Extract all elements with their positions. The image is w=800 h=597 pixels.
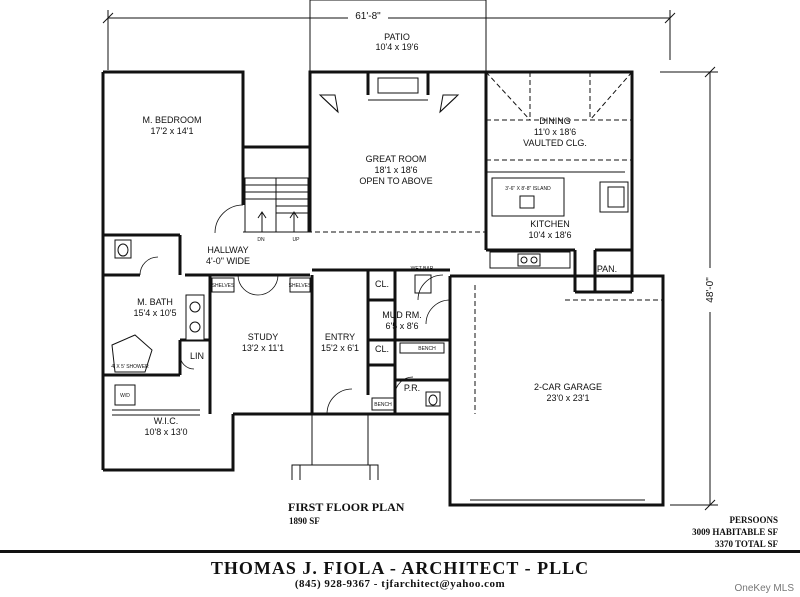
entry-name: ENTRY (325, 332, 355, 342)
doors (139, 94, 460, 415)
title-block-rule (0, 550, 800, 553)
front-stoop (291, 414, 379, 480)
garage-size: 23'0 x 23'1 (547, 393, 590, 403)
interior-walls (103, 72, 632, 414)
patio-name: PATIO (384, 32, 410, 42)
study-size: 13'2 x 11'1 (242, 343, 284, 353)
firm-name: THOMAS J. FIOLA - ARCHITECT - PLLC (210, 558, 590, 578)
depth-dimension: 48'-0" (660, 66, 718, 511)
depth-dimension-label: 48'-0" (705, 277, 716, 303)
bath-fixtures (111, 239, 445, 411)
firm-contact: (845) 928-9367 - tjfarchitect@yahoo.com (294, 578, 506, 590)
master-bath-size: 15'4 x 10'5 (134, 308, 177, 318)
wic-name: W.I.C. (154, 416, 179, 426)
master-bedroom-size: 17'2 x 14'1 (151, 126, 194, 136)
stats-total: 3370 TOTAL SF (714, 539, 778, 549)
dining-note: VAULTED CLG. (523, 138, 587, 148)
linen-label: LIN (190, 351, 204, 361)
dining-name: DINING (539, 116, 571, 126)
area-stats: PERSOONS 3009 HABITABLE SF 3370 TOTAL SF (692, 514, 778, 550)
powder-room-label: P.R. (404, 383, 420, 393)
wet-bar-label: WET BAR (411, 266, 434, 272)
pantry-label: PAN. (597, 264, 617, 274)
island-label: 3'-6" X 8'-8" ISLAND (505, 186, 551, 192)
fireplace (366, 70, 430, 101)
patio-outline (309, 0, 487, 72)
width-dimension: 61'-8" (102, 9, 676, 70)
kitchen-size: 10'4 x 18'6 (529, 230, 572, 240)
shower-label: 4' X 5' SHOWER (111, 364, 149, 370)
stats-habitable: 3009 HABITABLE SF (692, 527, 778, 537)
master-bath-name: M. BATH (137, 297, 173, 307)
room-labels: PATIO 10'4 x 19'6 M. BEDROOM 17'2 x 14'1… (134, 32, 603, 437)
plan-title: FIRST FLOOR PLAN (288, 500, 405, 514)
plan-area: 1890 SF (289, 516, 320, 526)
patio-size: 10'4 x 19'6 (376, 42, 419, 52)
great-room-note: OPEN TO ABOVE (359, 176, 432, 186)
stairs-up-label: UP (293, 237, 301, 243)
closet-label-2: CL. (375, 344, 389, 354)
great-room-size: 18'1 x 18'6 (375, 165, 418, 175)
width-dimension-label: 61'-8" (355, 11, 381, 22)
shelves-label-1: SHELVES (212, 283, 235, 289)
stats-persons: PERSOONS (729, 515, 778, 525)
shelves-label-2: SHELVES (289, 283, 312, 289)
closet-label-1: CL. (375, 279, 389, 289)
study-name: STUDY (248, 332, 279, 342)
dining-size: 11'0 x 18'6 (534, 127, 576, 137)
hallway-size: 4'-0" WIDE (206, 256, 250, 266)
wic-size: 10'8 x 13'0 (145, 427, 188, 437)
bench-label-1: BENCH (418, 346, 436, 352)
closet-fixtures (112, 277, 311, 416)
opening-lines (243, 71, 663, 414)
mud-room-name: MUD RM. (382, 310, 422, 320)
staircase (244, 177, 309, 233)
hallway-name: HALLWAY (207, 245, 248, 255)
stairs-down-label: DN (257, 237, 265, 243)
small-labels: 3'-6" X 8'-8" ISLAND PAN. CL. CL. LIN P.… (111, 186, 617, 408)
watermark: OneKey MLS (734, 583, 794, 594)
mud-room-size: 6'5 x 8'6 (386, 321, 419, 331)
kitchen-name: KITCHEN (530, 219, 570, 229)
bench-label-2: BENCH (374, 402, 392, 408)
master-bedroom-name: M. BEDROOM (142, 115, 201, 125)
entry-size: 15'2 x 6'1 (321, 343, 359, 353)
washer-dryer-label: W/D (120, 393, 130, 399)
garage-name: 2-CAR GARAGE (534, 382, 602, 392)
kitchen-fixtures (486, 171, 629, 269)
great-room-name: GREAT ROOM (366, 154, 427, 164)
